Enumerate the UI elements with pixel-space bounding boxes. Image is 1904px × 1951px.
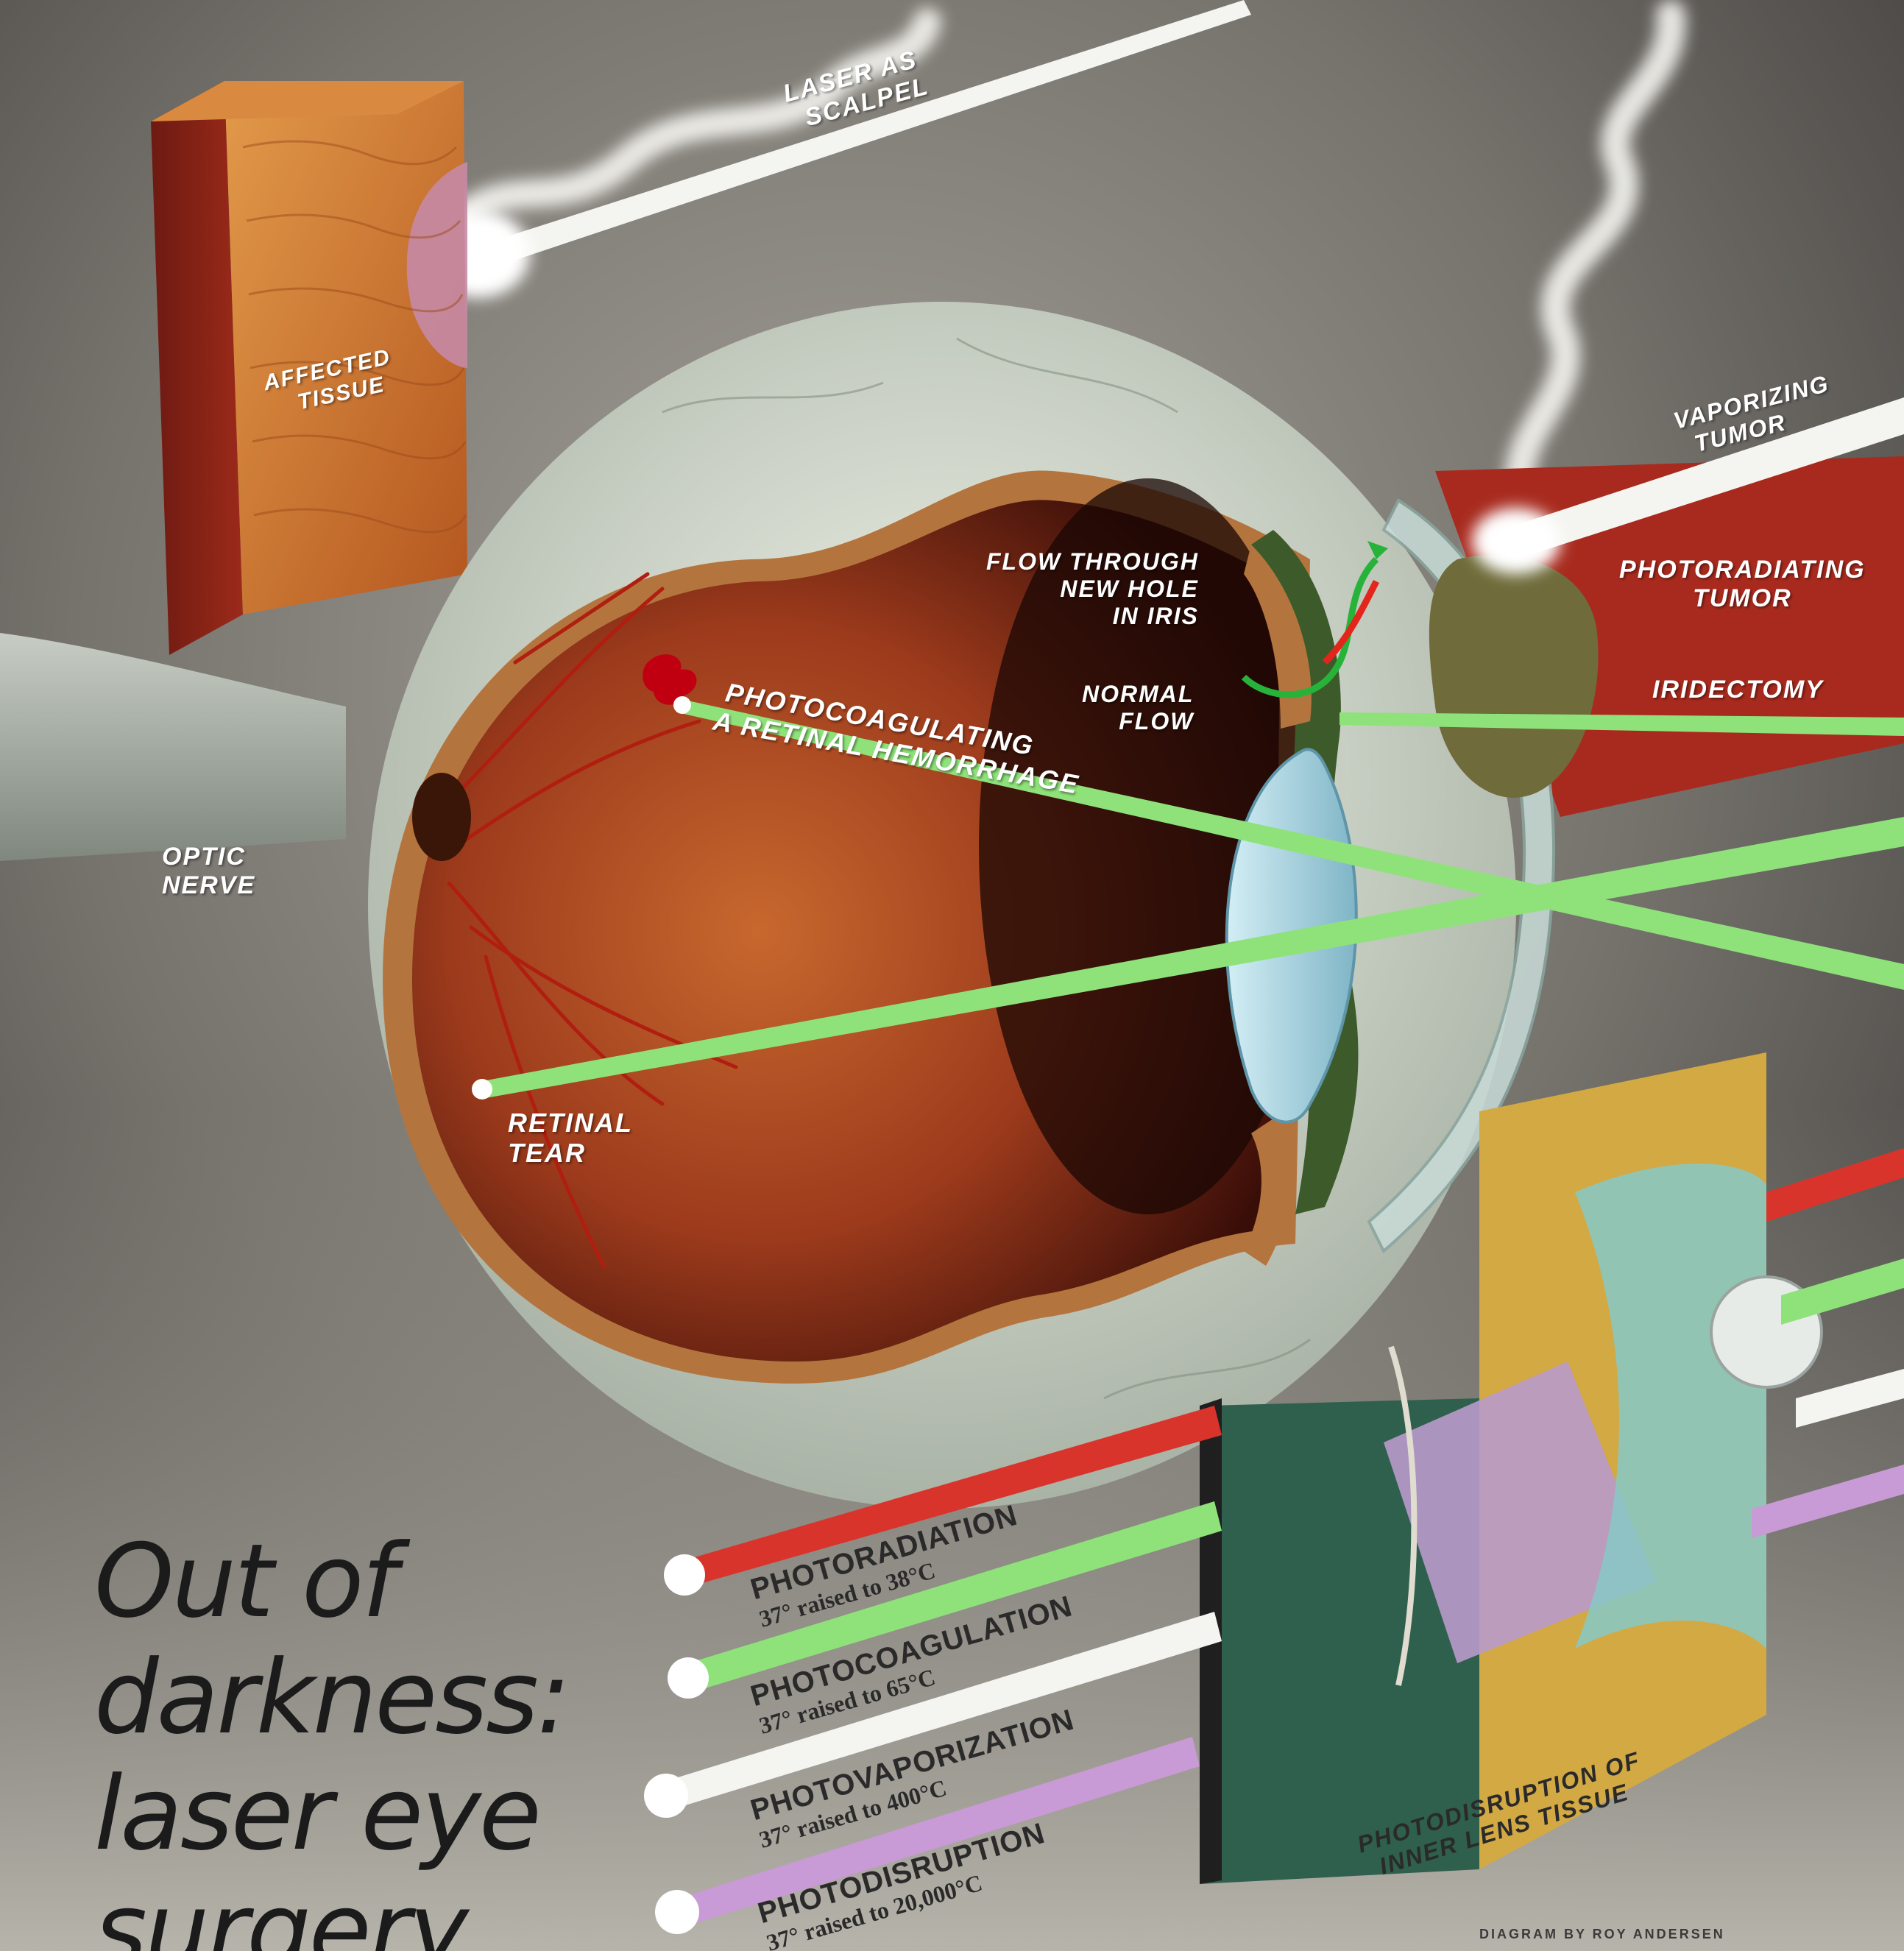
legend-emitter-photoradiation xyxy=(664,1554,705,1596)
label-flow-through-new-hole: FLOW THROUGH NEW HOLE IN IRIS xyxy=(986,548,1199,629)
page-title: Out of darkness: laser eye surgery xyxy=(94,1523,568,1951)
optic-disc xyxy=(412,773,471,861)
label-iridectomy: IRIDECTOMY xyxy=(1652,676,1824,704)
illustration-credit: DIAGRAM BY ROY ANDERSEN xyxy=(1479,1927,1725,1942)
label-photoradiating-tumor: PHOTORADIATING TUMOR xyxy=(1619,556,1866,613)
label-normal-flow: NORMAL FLOW xyxy=(1082,681,1194,735)
laser-spot-hemorrhage xyxy=(673,696,691,714)
label-retinal-tear: RETINAL TEAR xyxy=(508,1108,633,1169)
title-line: Out of xyxy=(94,1523,568,1640)
legend-emitter-photovaporization xyxy=(644,1774,688,1818)
title-line: surgery xyxy=(94,1872,568,1951)
legend-emitter-photocoagulation xyxy=(668,1657,709,1699)
laser-impact-glow-tumor xyxy=(1472,508,1560,574)
laser-spot-retinal-tear xyxy=(472,1079,492,1100)
legend-emitter-photodisruption xyxy=(655,1890,699,1934)
label-optic-nerve: OPTIC NERVE xyxy=(162,843,255,900)
title-line: laser eye xyxy=(94,1756,568,1872)
title-line: darkness: xyxy=(94,1640,568,1756)
